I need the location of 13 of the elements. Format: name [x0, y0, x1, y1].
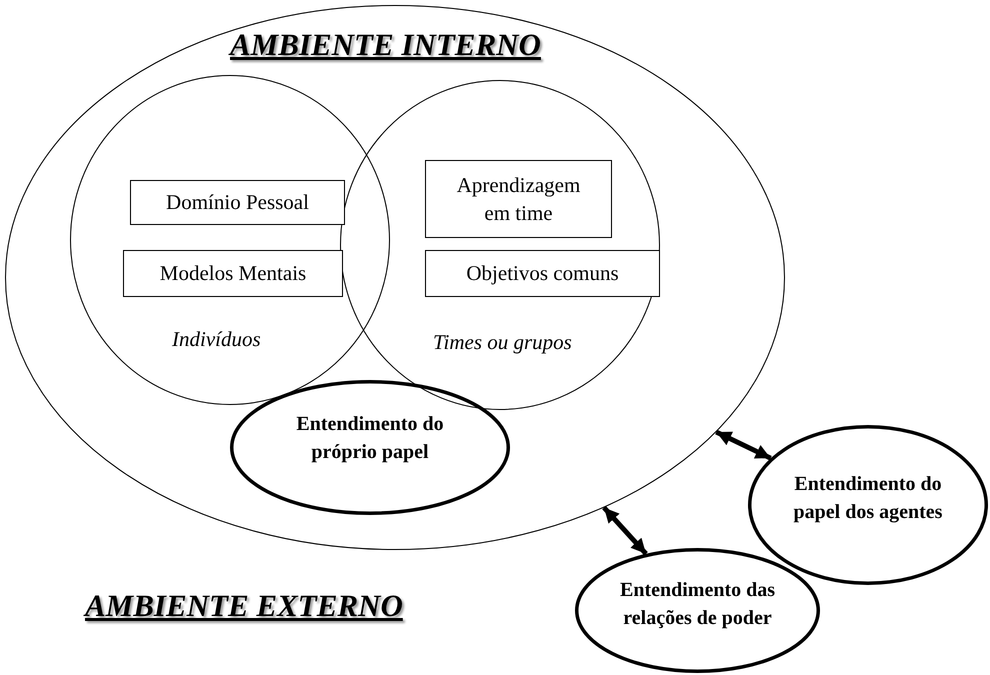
concept-box: Aprendizagem em time [425, 160, 612, 238]
double-arrow [602, 506, 648, 556]
group-label: Times ou grupos [433, 330, 572, 355]
concept-box: Domínio Pessoal [130, 180, 345, 225]
concept-box: Modelos Mentais [123, 250, 343, 297]
node-text: Entendimento do papel dos agentes [792, 472, 944, 525]
node-text: Entendimento do próprio papel [295, 412, 445, 465]
section-title: AMBIENTE INTERNO [230, 27, 541, 63]
double-arrow [715, 430, 772, 460]
section-title: AMBIENTE EXTERNO [85, 588, 403, 624]
concept-box: Objetivos comuns [425, 250, 660, 297]
node-text: Entendimento das relações de poder [618, 578, 776, 631]
group-label: Indivíduos [172, 327, 261, 352]
